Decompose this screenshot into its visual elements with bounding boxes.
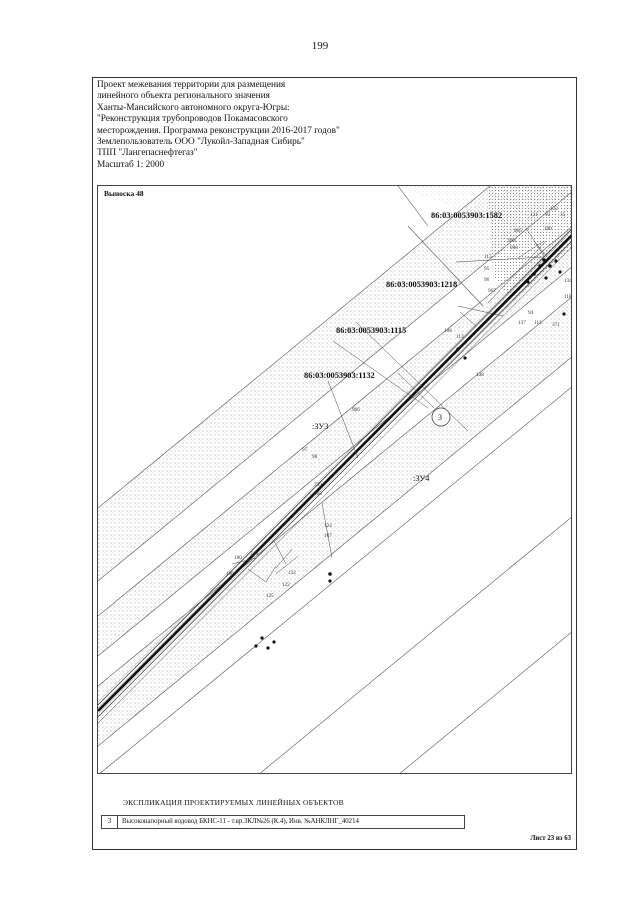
- point-label: 966: [352, 407, 360, 413]
- land-band: [98, 186, 571, 581]
- point-labels: 122 121 92 35 965 100 994 990 115 95 96 …: [226, 206, 572, 599]
- title-line: "Реконструкция трубопроводов Покамасовск…: [97, 114, 288, 125]
- dense-band: [488, 186, 571, 301]
- point-label: 994: [508, 238, 516, 244]
- land-band: [98, 227, 571, 656]
- point-label: 97: [302, 447, 308, 453]
- legend-row: 3 Высоконапорный водовод БКНС-11 - т.вр.…: [101, 815, 465, 829]
- point-label: 967: [488, 288, 496, 294]
- sheet-number: Лист 23 из 63: [530, 835, 571, 842]
- survey-points: [254, 258, 566, 650]
- point-label: 100: [234, 555, 242, 561]
- title-line: Землепользователь ООО "Лукойл-Западная С…: [97, 137, 305, 148]
- map-frame: 122 121 92 35 965 100 994 990 115 95 96 …: [97, 185, 572, 774]
- title-line: линейного объекта регионального значения: [97, 91, 270, 102]
- parcel-label: 86:03:0053903:1218: [386, 280, 457, 289]
- point-label: 108: [444, 328, 452, 334]
- point-label: 96: [484, 277, 490, 283]
- point-label: 124: [324, 523, 332, 529]
- cadastral-map: 122 121 92 35 965 100 994 990 115 95 96 …: [98, 186, 572, 773]
- point-label: 94: [528, 310, 534, 316]
- point-label: 100: [544, 226, 552, 232]
- legend-row-number: 3: [102, 816, 118, 828]
- zone-label: :ЗУ3: [312, 422, 328, 431]
- page-number: 199: [311, 40, 329, 52]
- point-label: 371: [552, 322, 560, 328]
- point-label: 137: [518, 320, 526, 326]
- point-label: 965: [514, 228, 522, 234]
- point-label: 35: [560, 212, 566, 218]
- legend-title: ЭКСПЛИКАЦИЯ ПРОЕКТИРУЕМЫХ ЛИНЕЙНЫХ ОБЪЕК…: [123, 798, 344, 807]
- parcel-label: 86:03:0053903:1582: [431, 211, 502, 220]
- point-label: 125: [266, 593, 274, 599]
- drawing-sheet: Проект межевания территории для размещен…: [92, 77, 577, 850]
- point-label: 990: [510, 245, 518, 251]
- leader-lines: [231, 227, 549, 583]
- point-label: 740: [250, 551, 258, 557]
- parcel-label: 86:03:0053903:1132: [304, 371, 375, 380]
- title-line: ТПП "Лангепаснефтегаз": [97, 148, 198, 159]
- pipeline: [98, 229, 571, 724]
- point-label: 107: [324, 533, 332, 539]
- title-line: Масштаб 1: 2000: [97, 159, 165, 170]
- title-line: месторождения. Программа реконструкции 2…: [97, 125, 340, 136]
- point-label: 132: [288, 570, 296, 576]
- point-label: 122: [550, 206, 558, 212]
- point-label: 965: [314, 491, 322, 497]
- title-line: Ханты-Мансийского автономного округа-Югр…: [97, 102, 290, 113]
- title-block: Проект межевания территории для размещен…: [97, 80, 397, 171]
- point-label: 98: [312, 454, 318, 460]
- parcel-label: 86:03:0053903:1115: [336, 326, 406, 335]
- parcel-labels: 86:03:0053903:1582 86:03:0053903:1218 86…: [304, 211, 502, 380]
- zone-labels: :ЗУ3 :ЗУ4: [312, 422, 430, 483]
- point-label: 115: [484, 254, 492, 260]
- point-label: 92: [545, 212, 551, 218]
- point-label: 113: [534, 320, 542, 326]
- object-marker-label: 3: [438, 413, 442, 422]
- land-band: [98, 297, 571, 746]
- point-label: 118: [564, 294, 572, 300]
- point-label: 121: [530, 212, 538, 218]
- legend-row-description: Высоконапорный водовод БКНС-11 - т.вр.3К…: [122, 818, 359, 825]
- point-label: 739: [314, 482, 322, 488]
- point-label: 113: [456, 334, 464, 340]
- object-marker-circle: [431, 407, 451, 427]
- zone-label: :ЗУ4: [413, 474, 430, 483]
- point-label: 95: [484, 266, 490, 272]
- point-label: 138: [476, 372, 484, 378]
- point-label: 106: [226, 571, 234, 577]
- title-line: Проект межевания территории для размещен…: [97, 80, 286, 90]
- boundary-lines: [98, 186, 571, 773]
- callout-label: Выноска 48: [104, 189, 144, 198]
- point-label: 122: [282, 582, 290, 588]
- point-label: 134: [564, 278, 572, 284]
